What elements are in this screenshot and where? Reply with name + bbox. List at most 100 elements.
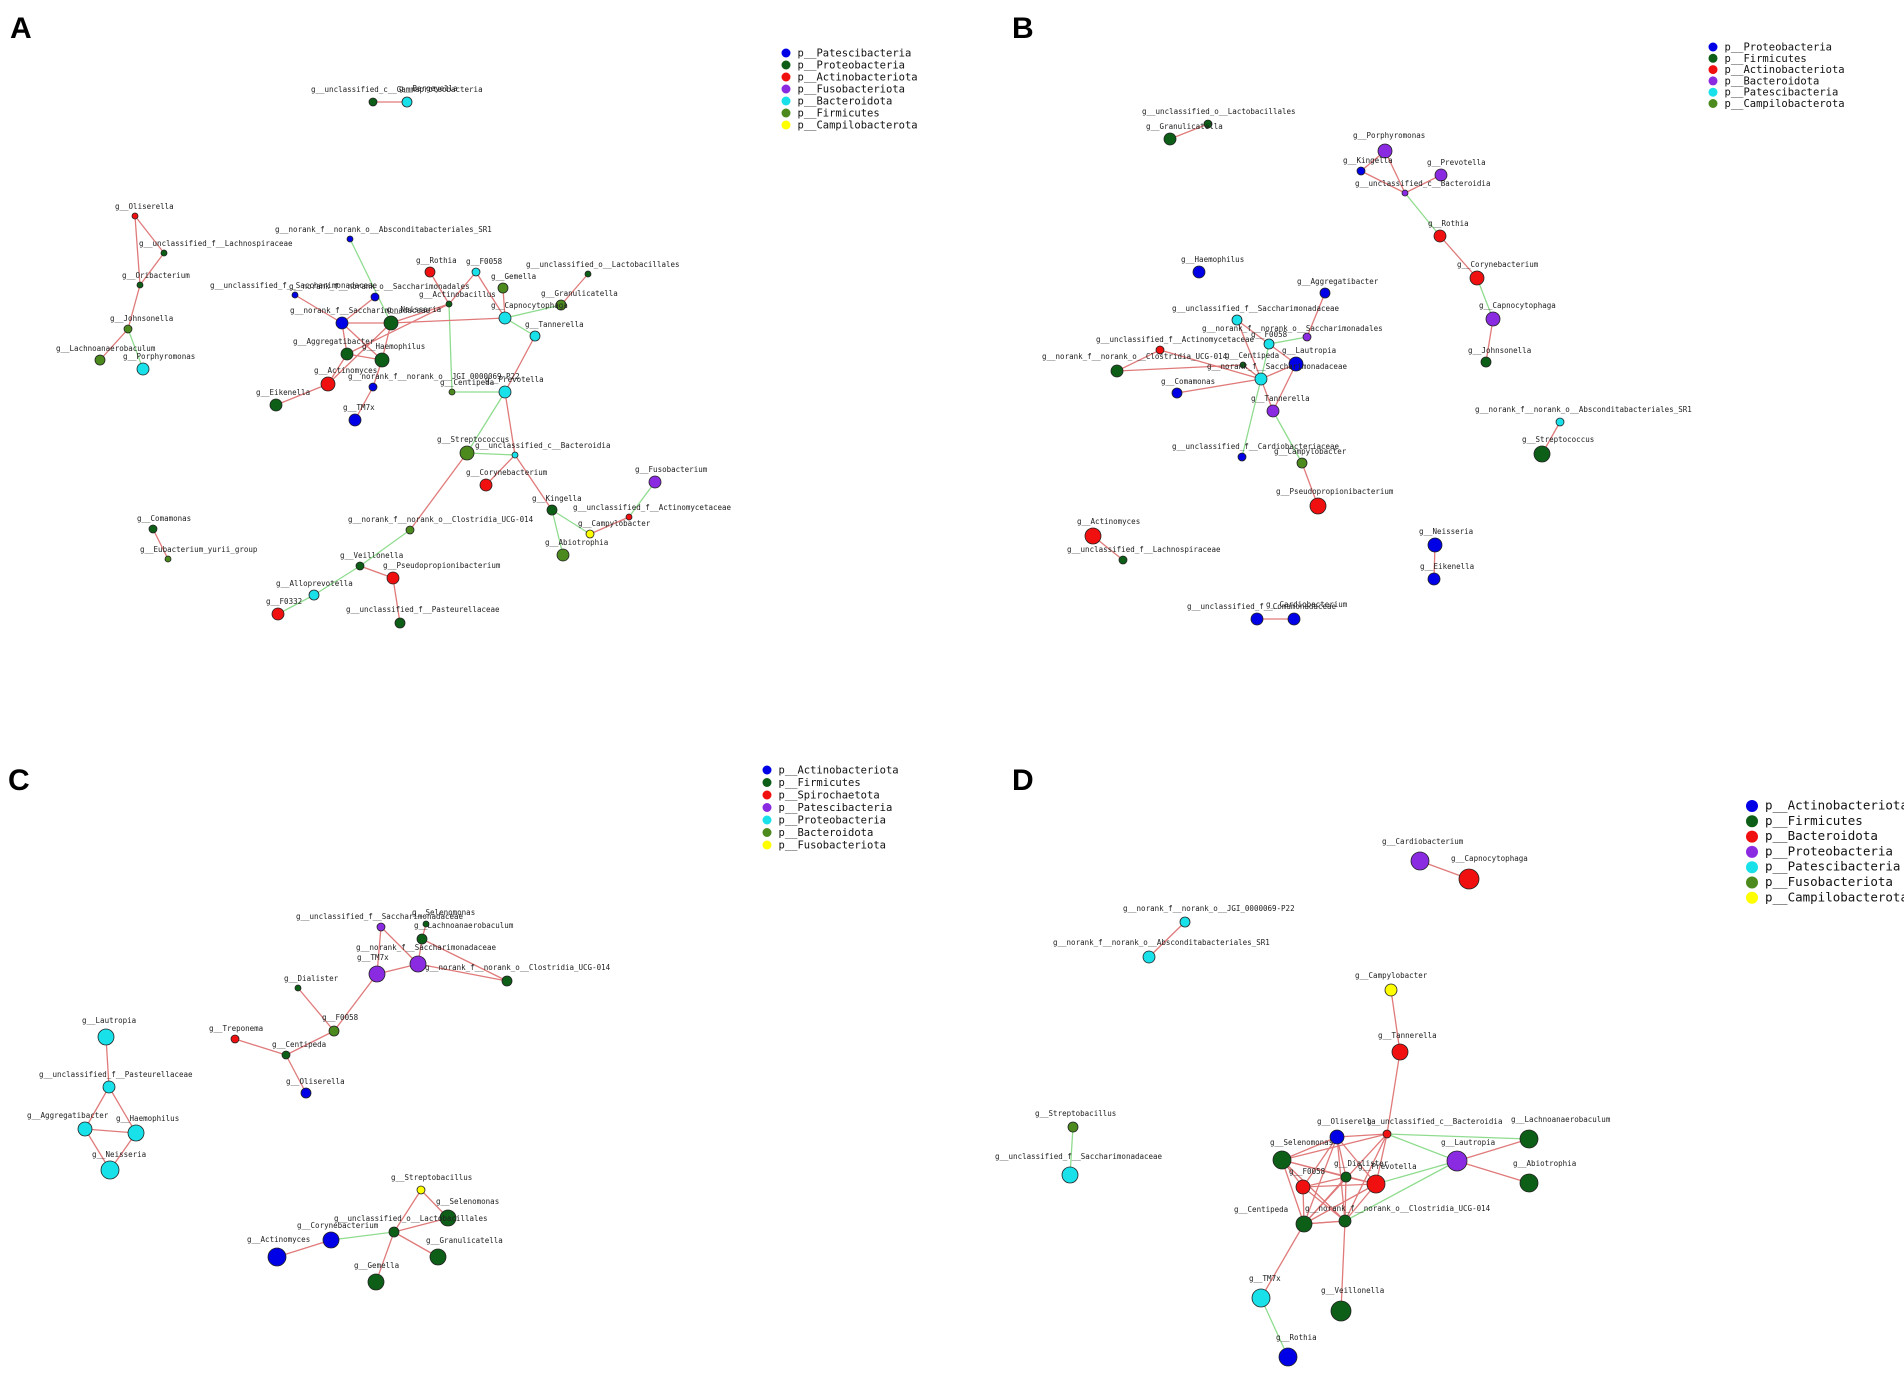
- node-c-3: [409, 955, 427, 973]
- node-a-40: [355, 561, 365, 571]
- node-label-b-14: g__norank_f__norank_o__Saccharimonadales: [1202, 324, 1383, 333]
- node-label-b-5: g__unclassified_c__Bacteroidia: [1355, 179, 1490, 188]
- node-label-a-34: g__unclassified_f__Actinomycetaceae: [573, 503, 732, 512]
- edge-a-2: [134, 215, 141, 286]
- edge-a-17: [504, 304, 562, 319]
- node-label-a-21: g__Aggregatibacter: [293, 337, 375, 346]
- node-label-a-4: g__Oribacterium: [122, 271, 190, 280]
- node-label-c-4: g__TM7x: [357, 953, 389, 962]
- node-c-22: [367, 1273, 385, 1291]
- node-b-20: [1171, 387, 1183, 399]
- node-label-b-15: g__F0058: [1251, 330, 1288, 339]
- node-b-0: [1203, 119, 1213, 129]
- node-label-b-31: g__unclassified_f__Comamonadaceae: [1187, 602, 1336, 611]
- node-label-a-35: g__Campylobacter: [578, 519, 651, 528]
- edge-c-20: [330, 1231, 395, 1241]
- node-a-14: [370, 292, 380, 302]
- node-label-c-16: g__Streptobacillus: [391, 1173, 472, 1182]
- node-a-7: [136, 362, 150, 376]
- edge-d-22: [1281, 1159, 1305, 1225]
- node-label-a-32: g__Fusobacterium: [635, 465, 708, 474]
- node-label-b-20: g__Comamonas: [1161, 377, 1215, 386]
- legend-label-b-2: p__Actinobacteriota: [1725, 64, 1845, 76]
- node-label-b-29: g__Neisseria: [1419, 527, 1473, 536]
- node-a-24: [368, 382, 378, 392]
- node-label-c-5: g__norank_f__norank_o__Clostridia_UCG-01…: [425, 963, 611, 972]
- node-label-c-14: g__Haemophilus: [116, 1114, 179, 1123]
- edge-d-39: [1340, 1220, 1346, 1312]
- node-a-11: [584, 270, 592, 278]
- node-c-2: [416, 933, 428, 945]
- legend-label-c-1: p__Firmicutes: [779, 777, 861, 789]
- node-label-d-3: g__norank_f__norank_o__Absconditabacteri…: [1053, 938, 1270, 947]
- legend-label-a-6: p__Campilobacterota: [798, 120, 918, 132]
- node-d-9: [1382, 1129, 1392, 1139]
- node-b-2: [1377, 143, 1393, 159]
- node-a-31: [479, 478, 493, 492]
- node-label-b-30: g__Eikenella: [1420, 562, 1474, 571]
- edge-a-48: [390, 317, 506, 324]
- edge-d-9: [1302, 1136, 1338, 1188]
- edge-b-11: [1116, 349, 1161, 372]
- node-d-21: [1278, 1347, 1298, 1367]
- legend-label-d-1: p__Firmicutes: [1765, 813, 1863, 828]
- edge-b-6: [1439, 235, 1478, 279]
- edge-c-8: [297, 987, 335, 1032]
- panel-letter-c: C: [8, 764, 30, 797]
- legend-label-d-6: p__Campilobacterota: [1765, 889, 1904, 904]
- node-a-43: [271, 607, 285, 621]
- node-d-10: [1272, 1150, 1292, 1170]
- edge-b-10: [1236, 319, 1262, 380]
- edge-d-6: [1281, 1136, 1338, 1161]
- edge-a-6: [139, 252, 165, 286]
- node-b-23: [1533, 445, 1551, 463]
- edge-a-44: [313, 565, 361, 596]
- node-a-15: [445, 300, 453, 308]
- edge-a-37: [551, 509, 591, 535]
- node-label-b-12: g__unclassified_f__Saccharimonadaceae: [1172, 304, 1340, 313]
- edge-a-33: [504, 391, 516, 456]
- node-label-b-27: g__Actinomyces: [1077, 517, 1140, 526]
- node-label-a-0: g__unclassified_c__Gammaproteobacteria: [311, 85, 483, 94]
- node-a-30: [511, 451, 519, 459]
- node-b-21: [1266, 404, 1280, 418]
- node-label-b-7: g__Corynebacterium: [1457, 260, 1539, 269]
- legend-swatch-b-3: [1708, 76, 1718, 86]
- node-b-27: [1084, 527, 1102, 545]
- node-label-c-22: g__Gemella: [354, 1261, 399, 1270]
- edge-b-4: [1360, 170, 1406, 194]
- edge-c-13: [84, 1086, 110, 1130]
- node-label-d-7: g__unclassified_f__Saccharimonadaceae: [995, 1152, 1163, 1161]
- panel-letter-d: D: [1012, 764, 1034, 797]
- legend-label-c-4: p__Proteobacteria: [779, 815, 886, 827]
- node-b-18: [1239, 361, 1247, 369]
- node-label-b-17: g__norank_f__norank_o__Clostridia_UCG-01…: [1042, 352, 1228, 361]
- node-b-22: [1555, 417, 1565, 427]
- edge-c-7: [333, 973, 378, 1032]
- node-label-d-8: g__Oliserella: [1317, 1117, 1376, 1126]
- node-label-a-27: g__Eikenella: [256, 388, 310, 397]
- node-b-1: [1163, 132, 1177, 146]
- node-b-24: [1237, 452, 1247, 462]
- node-label-d-18: g__Centipeda: [1234, 1205, 1288, 1214]
- edge-a-9: [448, 271, 477, 305]
- edge-d-31: [1302, 1186, 1346, 1222]
- edge-a-36: [514, 454, 553, 511]
- edge-a-7: [349, 238, 392, 324]
- node-b-12: [1231, 314, 1243, 326]
- node-label-a-14: g__norank_f__norank_o__Saccharimonadales: [289, 282, 470, 291]
- node-d-4: [1384, 983, 1398, 997]
- edge-c-10: [234, 1038, 287, 1056]
- node-label-a-6: g__Lachnoanaerobaculum: [56, 344, 156, 353]
- node-label-d-15: g__Lachnoanaerobaculum: [1511, 1115, 1611, 1124]
- labels-layer: Ap__Patescibacteriap__Proteobacteriap__A…: [8, 12, 1904, 1342]
- edge-d-27: [1302, 1183, 1377, 1188]
- node-label-a-28: g__TM7x: [343, 403, 375, 412]
- node-a-33: [546, 504, 558, 516]
- node-label-d-0: g__Cardiobacterium: [1382, 837, 1464, 846]
- node-a-35: [585, 529, 595, 539]
- edge-a-47: [152, 528, 169, 560]
- node-label-a-29: g__Streptococcus: [437, 435, 509, 444]
- edge-a-42: [359, 529, 411, 567]
- node-b-16: [1288, 356, 1304, 372]
